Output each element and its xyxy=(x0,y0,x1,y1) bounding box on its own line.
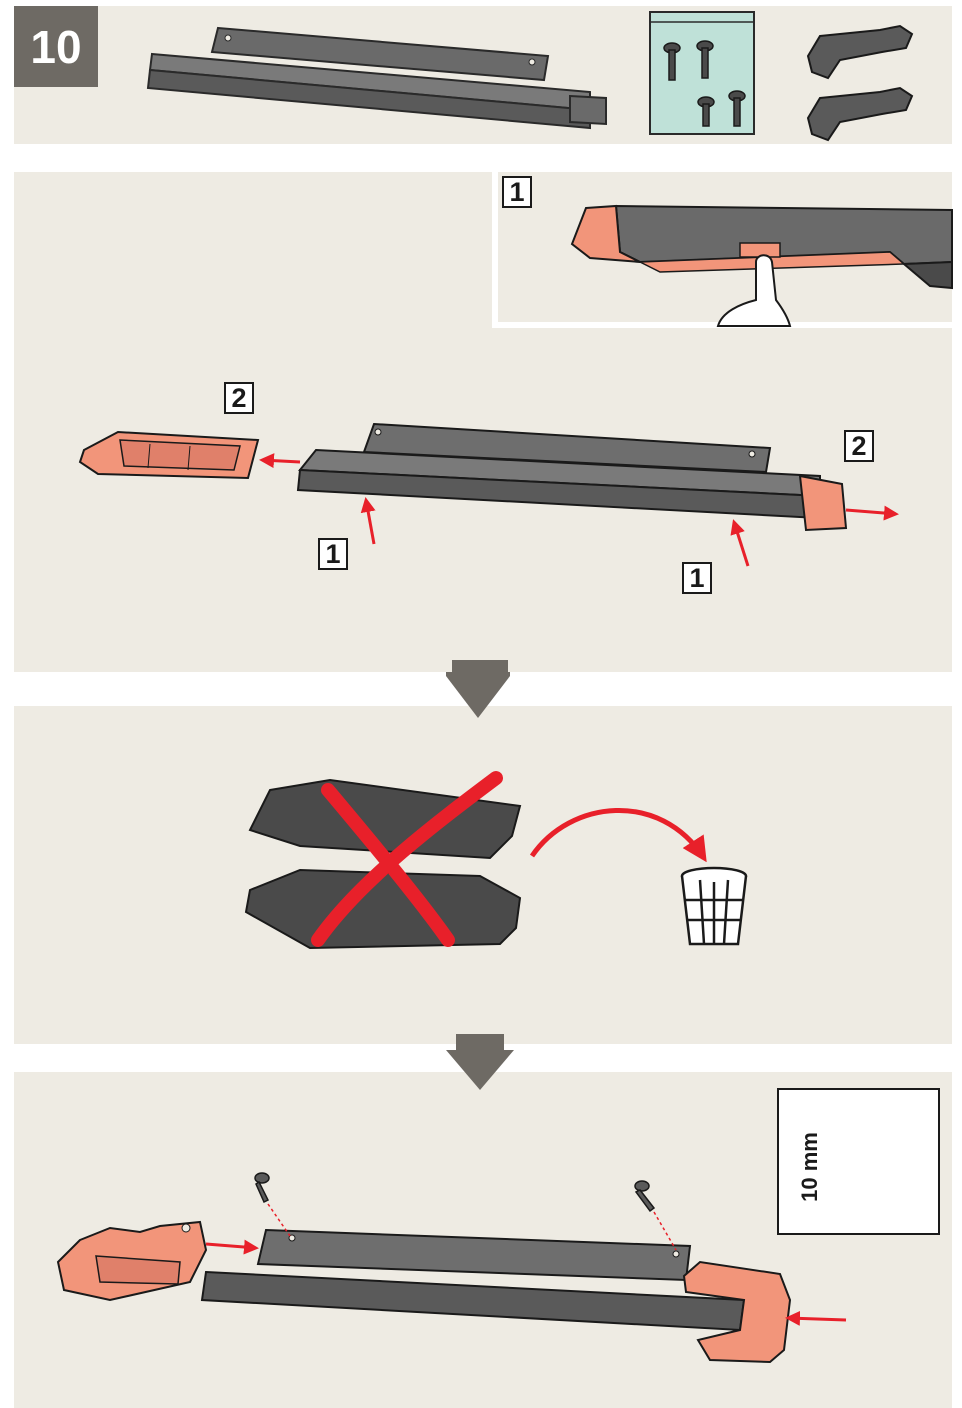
substep-1-right-label: 1 xyxy=(682,562,712,594)
substep-1-inset-label: 1 xyxy=(502,176,532,208)
substep-2-left-label: 2 xyxy=(224,382,254,414)
discard-arrow xyxy=(532,810,704,858)
rail-assembly xyxy=(202,1230,744,1330)
flow-arrow-2 xyxy=(446,1050,514,1090)
screw-right xyxy=(635,1181,654,1211)
flow-arrow-1 xyxy=(446,672,510,718)
screw-left xyxy=(255,1173,269,1202)
rail-disassembly xyxy=(298,424,846,530)
left-end-cap-removed xyxy=(80,432,258,478)
screw-bag-icon xyxy=(650,12,754,134)
left-new-end-cap xyxy=(58,1222,206,1300)
substep-2-right-label: 2 xyxy=(844,430,874,462)
screw-length-label: 10 mm xyxy=(790,1112,830,1222)
detail-rail-end xyxy=(572,206,952,326)
clip-parts-icon xyxy=(808,26,912,140)
rail-parts-icon xyxy=(148,28,606,128)
substep-1-left-label: 1 xyxy=(318,538,348,570)
trash-bin-icon xyxy=(682,868,746,944)
